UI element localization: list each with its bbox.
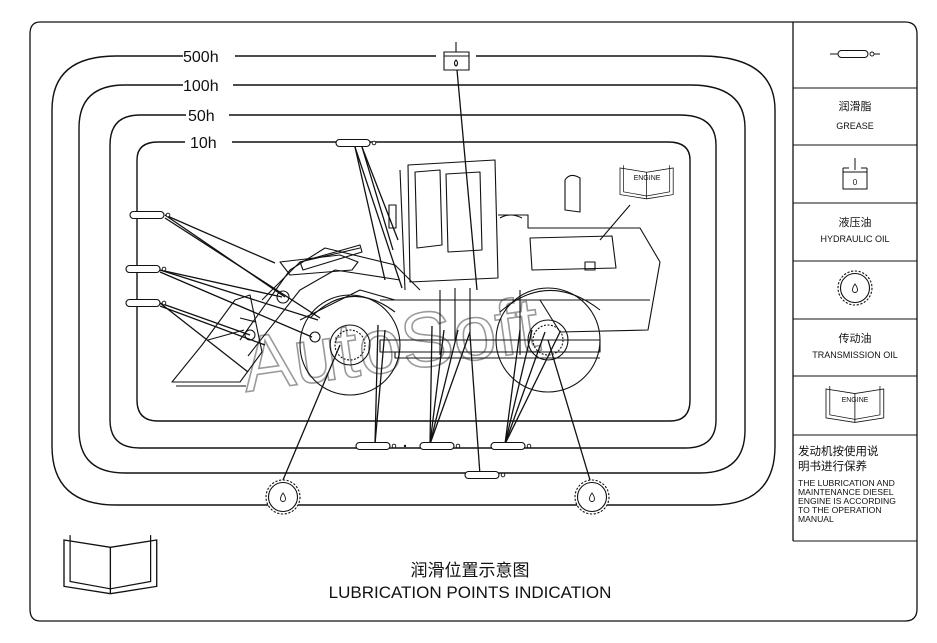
legend-transmission-cn: 传动油 (839, 331, 872, 345)
grease-fitting-icon (355, 441, 397, 451)
ring-10h (136, 141, 691, 422)
legend-engine-en-line4: TO THE OPERATION (798, 505, 882, 515)
ring-500h (51, 55, 776, 506)
hydraulic-tank-icon: 0 (842, 158, 868, 190)
legend-engine-en-line5: MANUAL (798, 514, 834, 524)
outer-frame (29, 21, 918, 622)
ring-100h (78, 84, 746, 474)
legend-engine-en-line3: ENGINE IS ACCORDING (798, 496, 896, 506)
legend-engine-en-line2: MAINTENANCE DIESEL (798, 487, 894, 497)
gear-icon (265, 479, 301, 515)
hydraulic-tank-icon (443, 42, 470, 71)
svg-text:0: 0 (853, 178, 858, 187)
diagram-title-en: LUBRICATION POINTS INDICATION (329, 583, 612, 602)
grease-fitting-icon (335, 138, 377, 148)
engine-manual-icon: ENGINE (619, 164, 674, 200)
engine-manual-icon: ENGINE (825, 385, 885, 423)
grease-fitting-icon (129, 210, 171, 220)
interval-rings (51, 55, 776, 506)
legend-transmission-en: TRANSMISSION OIL (812, 350, 898, 360)
grease-fitting-icon (125, 298, 167, 308)
interval-label-50h: 50h (188, 108, 215, 125)
legend-hydraulic-cn: 液压油 (839, 215, 872, 229)
interval-label-10h: 10h (190, 135, 217, 152)
book-icon (63, 534, 158, 595)
legend-panel: 润滑脂 GREASE 0 液压油 HYDRAULIC OIL 传动油 TRANS… (793, 50, 917, 542)
gear-icon (574, 479, 610, 515)
grease-fittings (125, 138, 532, 480)
ring-50h (109, 114, 717, 449)
grease-fitting-icon (464, 470, 506, 480)
legend-grease-en: GREASE (836, 121, 874, 131)
svg-text:ENGINE: ENGINE (842, 397, 869, 404)
legend-hydraulic-en: HYDRAULIC OIL (820, 234, 889, 244)
grease-fitting-icon (490, 441, 532, 451)
grease-fitting-icon (419, 441, 461, 451)
legend-engine-cn-line2: 明书进行保养 (798, 459, 867, 473)
grease-fitting-icon (125, 264, 167, 274)
gear-icon (837, 270, 873, 306)
interval-label-500h: 500h (183, 49, 219, 66)
grease-fitting-icon (830, 50, 880, 58)
legend-engine-cn-line1: 发动机按使用说 (798, 444, 879, 458)
watermark: AutoSoft (236, 280, 545, 409)
legend-grease-cn: 润滑脂 (839, 99, 872, 113)
interval-label-100h: 100h (183, 78, 219, 95)
svg-text:ENGINE: ENGINE (634, 175, 661, 182)
leader-lines (159, 69, 591, 481)
diagram-title-cn: 润滑位置示意图 (411, 561, 530, 580)
legend-engine-en-line1: THE LUBRICATION AND (798, 478, 895, 488)
wheel-loader-drawing (171, 159, 661, 396)
